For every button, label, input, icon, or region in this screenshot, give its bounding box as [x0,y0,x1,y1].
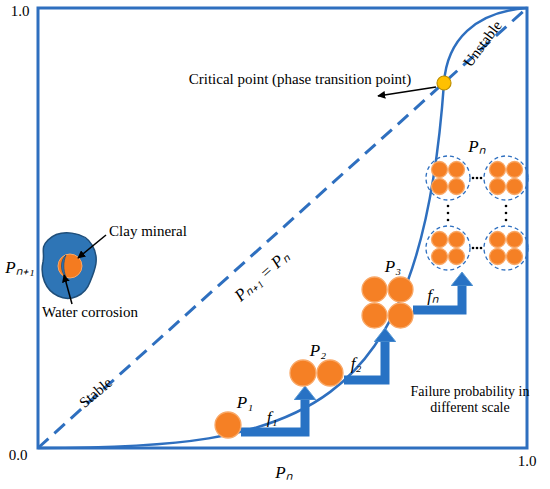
transform-label: f₁ [267,408,278,428]
axis-tick: 1.0 [518,453,537,470]
ellipsis-dot [480,177,483,180]
cluster-shape [290,360,344,386]
renormalization-curve [38,8,527,448]
leader-arrow [78,235,106,258]
ellipsis-dot [447,219,450,222]
transform-label: f₂ [351,354,362,374]
particle [449,249,465,265]
scale-label: P₃ [385,258,401,275]
particle [507,232,523,248]
particle [490,232,506,248]
scale-label: P₁ [237,394,253,411]
particle [362,277,387,302]
particle [290,360,316,386]
scale-label: P₂ [310,342,326,359]
axis-title: Pₙ₊₁ [5,258,34,278]
identity-diagonal [38,8,527,448]
particle [449,232,465,248]
region-label: Stable [76,374,116,411]
particle-cluster: P₂ [290,360,344,386]
ellipsis-dot [472,247,475,250]
particle [432,162,448,178]
axis-tick: 1.0 [11,3,30,20]
ellipsis-dot [472,177,475,180]
particle [317,360,343,386]
ellipsis-dot [505,219,508,222]
scale-boundary [426,226,470,270]
block-arrow [413,286,462,310]
clay-blob [42,233,96,298]
particle [388,277,413,302]
scale-boundary [484,156,528,200]
particle [215,412,241,438]
particle [432,179,448,195]
leader-arrow [378,87,436,96]
scale-boundary [426,156,470,200]
particle [432,232,448,248]
leader-arrow [64,275,72,304]
particle [507,162,523,178]
particle-cluster: P₃ [362,277,413,328]
annotation: Critical point (phase transition point) [189,71,411,88]
cluster-shape [215,412,241,438]
callout-label: Clay mineral [109,223,187,240]
corrosion-crescent [62,255,67,277]
scale-boundary [484,226,528,270]
particle [490,249,506,265]
ellipsis-dot [447,212,450,215]
note-text: Failure probability in different scale [408,384,532,416]
cluster-shape [362,277,413,328]
particle [362,303,387,328]
region-label: Unstable [460,18,506,71]
axis-tick: 0.0 [9,447,28,464]
particle [507,249,523,265]
transform-label: fₙ [427,286,439,306]
ellipsis-dot [476,177,479,180]
particle [388,303,413,328]
ellipsis-dot [505,212,508,215]
scale-label: Pₙ [468,138,485,155]
line-equation: Pₙ₊₁ = Pₙ [231,246,294,305]
cluster-shape [424,154,530,272]
particle [490,162,506,178]
ellipsis-dot [476,247,479,250]
ellipsis-dot [505,205,508,208]
particle [490,179,506,195]
particle [432,249,448,265]
block-arrow [344,342,385,380]
particle-cluster: Pₙ [424,154,530,272]
particle [449,162,465,178]
plot-frame [38,8,527,448]
critical-point [437,76,451,90]
ellipsis-dot [447,205,450,208]
particle [449,179,465,195]
callout-label: Water corrosion [42,304,138,321]
particle [507,179,523,195]
axis-title: Pₙ [275,463,292,483]
particle-cluster: P₁ [215,412,241,438]
ellipsis-dot [480,247,483,250]
